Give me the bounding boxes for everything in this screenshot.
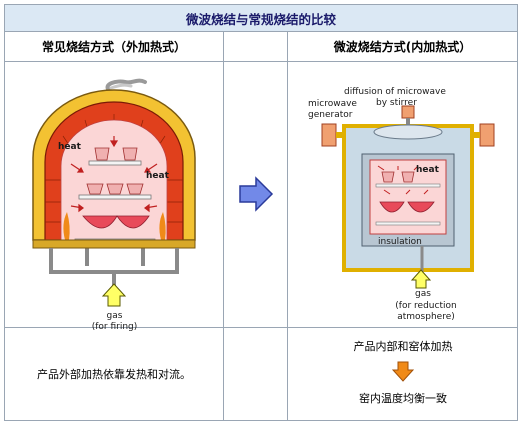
comparison-table: 微波烧结与常规烧结的比较 常见烧结方式（外加热式） 微波烧结方式(内加热式） bbox=[3, 4, 519, 421]
shelf-top bbox=[88, 160, 142, 166]
diffusion-label: diffusion of microwave bbox=[344, 87, 446, 97]
mw-gas-sub-label-1: (for reduction bbox=[395, 301, 457, 311]
conventional-kiln-cell: heat heat gas (for firing) bbox=[4, 61, 224, 332]
smoke bbox=[105, 78, 147, 92]
microwave-kiln-diagram bbox=[321, 105, 495, 289]
cups-middle bbox=[86, 183, 144, 195]
left-conclusion-cell: 产品外部加热依靠发热和对流。 bbox=[4, 327, 224, 421]
right-arrow-icon bbox=[239, 176, 274, 212]
left-conclusion-text: 产品外部加热依靠发热和对流。 bbox=[37, 368, 191, 381]
yellow-up-arrow-icon bbox=[101, 283, 127, 307]
gas-sub-label: (for firing) bbox=[91, 322, 138, 332]
kiln-base bbox=[32, 239, 196, 249]
right-conclusion-cell: 产品内部和窑体加热 窑内温度均衡一致 bbox=[286, 327, 519, 421]
table-title: 微波烧结与常规烧结的比较 bbox=[3, 4, 519, 32]
gas-pipe bbox=[49, 248, 179, 286]
gas-label: gas bbox=[106, 311, 123, 321]
mw-gas-sub-label-2: atmosphere) bbox=[397, 312, 455, 322]
middle-conclusion-cell bbox=[223, 327, 288, 421]
conventional-kiln-diagram bbox=[32, 78, 196, 307]
generator-label-2: generator bbox=[308, 110, 353, 120]
yellow-up-arrow-icon bbox=[410, 269, 432, 289]
left-column-header: 常见烧结方式（外加热式） bbox=[4, 31, 224, 62]
heat-arrows bbox=[70, 136, 158, 213]
right-conclusion-bottom: 窑内温度均衡一致 bbox=[359, 392, 447, 405]
kiln-chamber bbox=[60, 119, 168, 241]
generator-label: microwave bbox=[308, 99, 357, 109]
down-arrow-icon bbox=[392, 361, 414, 382]
cups-top bbox=[94, 147, 138, 161]
heat-label-1: heat bbox=[58, 142, 81, 152]
mw-gas-label: gas bbox=[415, 289, 431, 299]
right-column-header: 微波烧结方式(内加热式） bbox=[286, 31, 519, 62]
diffusion-label-2: by stirrer bbox=[376, 98, 417, 108]
burner-flames bbox=[63, 212, 166, 240]
bowls-bottom bbox=[82, 215, 150, 229]
mw-heat-label: heat bbox=[416, 165, 439, 175]
mw-bowls bbox=[379, 201, 435, 213]
mw-cups bbox=[381, 171, 415, 183]
microwave-kiln-cell: diffusion of microwave by stirrer microw… bbox=[286, 61, 519, 328]
generator-right bbox=[479, 123, 495, 147]
insulation-label: insulation bbox=[378, 237, 422, 247]
shelf-middle bbox=[78, 194, 152, 200]
heat-label-2: heat bbox=[146, 171, 169, 181]
stirrer-blade bbox=[373, 124, 443, 140]
generator-left bbox=[321, 123, 337, 147]
mw-heat-arrows bbox=[377, 165, 429, 195]
right-conclusion-top: 产品内部和窑体加热 bbox=[353, 340, 453, 353]
middle-column-header bbox=[223, 31, 288, 62]
arrow-cell bbox=[223, 61, 288, 328]
